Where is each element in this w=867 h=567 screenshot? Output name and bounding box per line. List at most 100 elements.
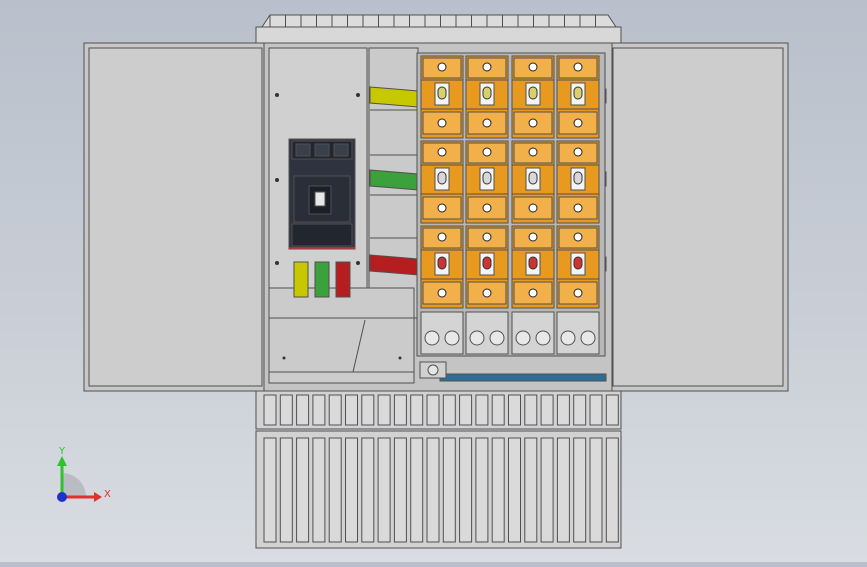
plinth-slot [475, 437, 489, 543]
fuse-indicator-lens [482, 86, 492, 100]
busbar-L3 [369, 254, 419, 276]
plinth-slot [442, 394, 456, 426]
cabinet-plinth [255, 390, 622, 549]
fuse-screw [437, 232, 447, 242]
cable-outlets [420, 311, 600, 355]
mounting-screw [275, 93, 279, 97]
fuse-screw [482, 288, 492, 298]
fuse-switch-array [416, 52, 606, 357]
outgoing-bar-L2 [314, 261, 330, 298]
fuse-switch [465, 225, 509, 309]
plinth-slot [491, 394, 505, 426]
fuse-switch [511, 55, 555, 139]
breaker-bottom-terminals [291, 223, 353, 247]
plinth-slot [410, 394, 424, 426]
fuse-indicator-lens [437, 86, 447, 100]
fuse-switch [465, 55, 509, 139]
fuse-switch [465, 140, 509, 224]
plinth-slot [508, 394, 521, 426]
right-door-inner [612, 47, 784, 387]
fuse-indicator-lens [482, 256, 492, 270]
triad-plane [62, 473, 86, 497]
plinth-slot [328, 437, 342, 543]
plinth-slot [345, 437, 358, 543]
plinth-slot [279, 394, 293, 426]
fuse-indicator-lens [528, 171, 538, 185]
outgoing-bar-L3 [335, 261, 351, 298]
plinth-slot [556, 437, 570, 543]
plinth-slot [393, 437, 407, 543]
plinth-slot [540, 394, 554, 426]
fuse-screw [573, 62, 583, 72]
plinth-slot [345, 394, 358, 426]
fuse-screw [437, 62, 447, 72]
plinth-slot [491, 437, 505, 543]
fuse-switch [420, 225, 464, 309]
plinth-slot [312, 394, 326, 426]
plinth-slot [556, 394, 570, 426]
plinth-slot [410, 437, 424, 543]
plinth-slot [279, 437, 293, 543]
fuse-indicator-lens [528, 86, 538, 100]
mounting-screw [275, 178, 279, 182]
mounting-screw [356, 93, 360, 97]
cable-entry [515, 330, 531, 346]
coordinate-triad: XY [57, 446, 111, 502]
neutral-bar [419, 361, 607, 382]
plinth-slot [296, 437, 310, 543]
fuse-screw [482, 147, 492, 157]
fuse-screw [437, 288, 447, 298]
fuse-screw [573, 147, 583, 157]
fuse-indicator-lens [437, 256, 447, 270]
fuse-screw [573, 118, 583, 128]
plinth-slot [296, 394, 310, 426]
plinth-slot [573, 394, 587, 426]
plinth-slot [589, 394, 603, 426]
fuse-switch [511, 140, 555, 224]
plinth-slot [524, 437, 538, 543]
plinth-slot [508, 437, 521, 543]
fuse-screw [437, 118, 447, 128]
fuse-indicator-lens [573, 256, 583, 270]
lower-diagonal [352, 319, 366, 373]
plinth-slot [573, 437, 587, 543]
right-door [607, 42, 789, 392]
fuse-screw [437, 203, 447, 213]
cable-entry [489, 330, 505, 346]
breaker-outgoing-bars [293, 261, 351, 298]
mounting-screw [356, 261, 360, 265]
breaker-handle [314, 191, 326, 207]
cable-entry [535, 330, 551, 346]
breaker-terminal [295, 143, 311, 157]
fuse-screw [482, 62, 492, 72]
left-door [83, 42, 268, 392]
fuse-switch [556, 140, 600, 224]
neutral-bar-body [439, 373, 607, 382]
fuse-indicator-lens [573, 86, 583, 100]
neutral-clamp-bolt [427, 364, 439, 376]
plinth-slot [312, 437, 326, 543]
plinth-slot [263, 394, 277, 426]
busbar-L1 [369, 86, 419, 108]
plinth-slot [540, 437, 554, 543]
cable-entry [469, 330, 485, 346]
fuse-switch [556, 55, 600, 139]
fuse-indicator-lens [528, 256, 538, 270]
fuse-screw [482, 118, 492, 128]
fuse-screw [482, 232, 492, 242]
y-axis-arrow [57, 456, 67, 466]
busbar-L2 [369, 169, 419, 191]
fuse-switch [420, 55, 464, 139]
fuse-screw [528, 288, 538, 298]
plinth-slot [459, 394, 473, 426]
cable-entry [424, 330, 440, 346]
fuse-indicator-lens [573, 171, 583, 185]
top-cap-body [255, 26, 622, 44]
fuse-switch [556, 225, 600, 309]
breaker-terminal [314, 143, 330, 157]
plinth-slot [589, 437, 603, 543]
plinth-slot [328, 394, 342, 426]
fuse-switch [511, 225, 555, 309]
